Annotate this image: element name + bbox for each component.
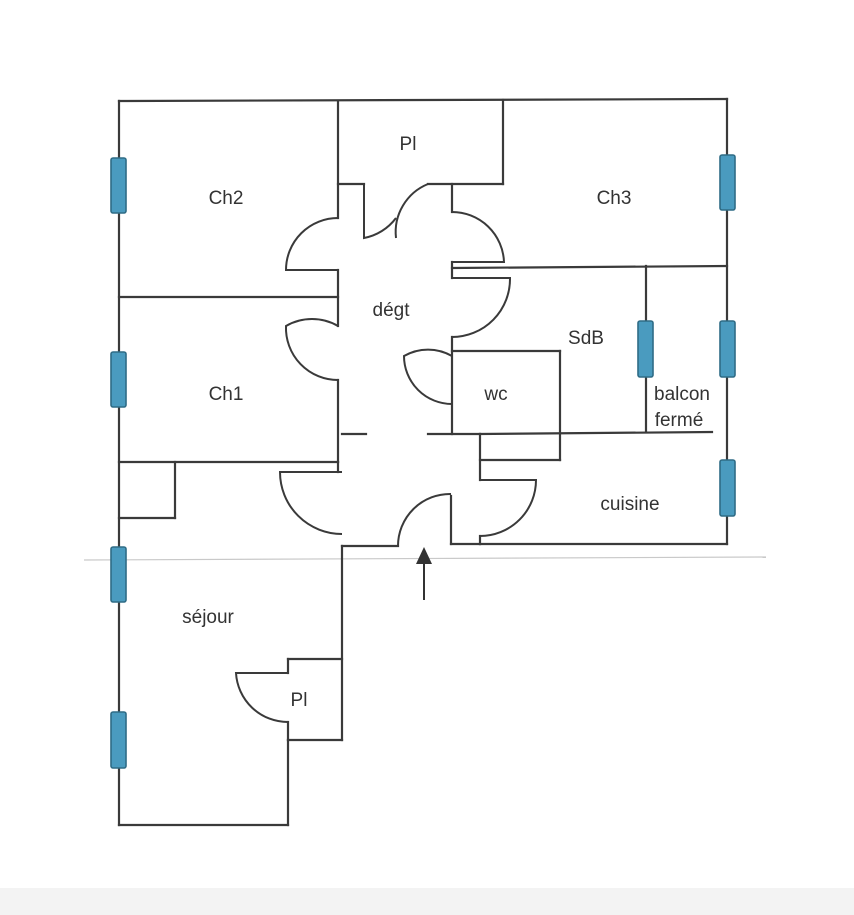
- room-label-cuisine: cuisine: [600, 494, 659, 515]
- door-swings: [234, 183, 538, 724]
- window-icon: [110, 711, 127, 769]
- window-icon: [110, 546, 127, 603]
- windows: [110, 154, 736, 769]
- room-label-sejour: séjour: [182, 607, 234, 628]
- room-label-wc: wc: [483, 384, 507, 405]
- room-label-pl-top: Pl: [400, 134, 417, 155]
- window-icon: [719, 459, 736, 517]
- room-label-ch1: Ch1: [209, 384, 244, 405]
- room-label-balcon: balcon: [654, 384, 710, 405]
- room-label-degt: dégt: [373, 300, 411, 321]
- window-icon: [110, 157, 127, 214]
- interior-walls: [117, 98, 729, 742]
- room-label-pl-sejour: Pl: [291, 690, 308, 711]
- room-label-ch3: Ch3: [597, 188, 632, 209]
- footer-strip: [0, 888, 854, 915]
- window-icon: [110, 351, 127, 408]
- room-label-sdb: SdB: [568, 328, 604, 349]
- room-label-ferme: fermé: [655, 410, 704, 431]
- window-icon: [719, 320, 736, 378]
- window-icon: [719, 154, 736, 211]
- room-label-ch2: Ch2: [209, 188, 244, 209]
- window-icon: [637, 320, 654, 378]
- up-arrow-icon: [416, 547, 432, 600]
